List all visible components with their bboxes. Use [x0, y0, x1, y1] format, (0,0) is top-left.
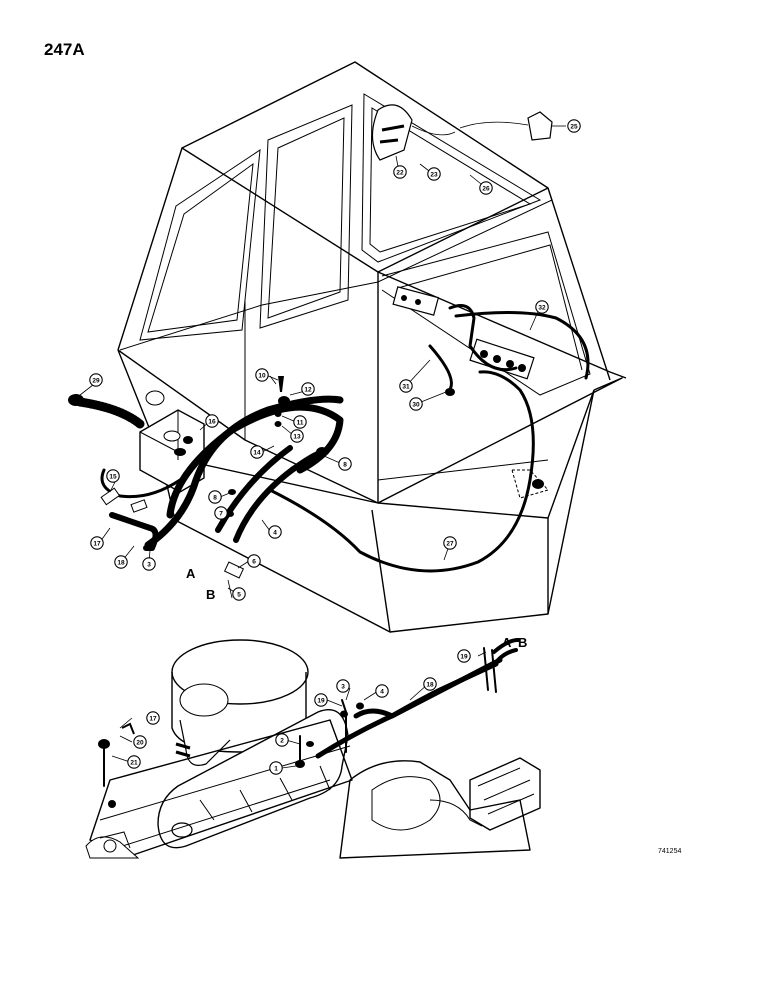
callout-17-upper: 17 — [90, 536, 104, 550]
svg-text:18: 18 — [117, 560, 125, 567]
callout-22: 22 — [393, 165, 407, 179]
svg-text:25: 25 — [570, 124, 578, 131]
callout-26: 26 — [479, 181, 493, 195]
callout-23: 23 — [427, 167, 441, 181]
callout-17-lower: 17 — [146, 711, 160, 725]
svg-text:19: 19 — [317, 698, 325, 705]
callout-29: 29 — [89, 373, 103, 387]
svg-text:5: 5 — [237, 592, 241, 599]
svg-text:26: 26 — [482, 186, 490, 193]
connection-label-a-engine: A — [502, 635, 512, 650]
callout-3-lower: 3 — [336, 679, 350, 693]
callout-30: 30 — [409, 397, 423, 411]
callout-11: 11 — [293, 415, 307, 429]
engine-assembly — [85, 638, 541, 859]
callout-7: 7 — [214, 506, 228, 520]
callout-3-upper: 3 — [142, 557, 156, 571]
svg-text:6: 6 — [252, 559, 256, 566]
connection-label-b-engine: B — [518, 635, 527, 650]
figure-number: 741254 — [658, 848, 682, 855]
svg-text:12: 12 — [304, 387, 312, 394]
svg-text:23: 23 — [430, 172, 438, 179]
svg-text:32: 32 — [538, 305, 546, 312]
svg-text:1: 1 — [274, 766, 278, 773]
callout-2: 2 — [275, 733, 289, 747]
callout-4-upper: 4 — [268, 525, 282, 539]
svg-text:3: 3 — [341, 684, 345, 691]
callout-8-lower: 8 — [208, 490, 222, 504]
callout-8-upper: 8 — [338, 457, 352, 471]
callout-12: 12 — [301, 382, 315, 396]
svg-text:27: 27 — [446, 541, 454, 548]
callout-18-lower: 18 — [423, 677, 437, 691]
callout-14: 14 — [250, 445, 264, 459]
svg-text:4: 4 — [273, 530, 277, 537]
svg-text:22: 22 — [396, 170, 404, 177]
svg-text:11: 11 — [297, 420, 304, 427]
callout-32: 32 — [535, 300, 549, 314]
svg-text:29: 29 — [92, 378, 100, 385]
svg-text:17: 17 — [149, 716, 157, 723]
svg-text:13: 13 — [293, 434, 301, 441]
svg-text:15: 15 — [109, 474, 117, 481]
svg-text:14: 14 — [253, 450, 261, 457]
svg-text:2: 2 — [280, 738, 284, 745]
svg-text:19: 19 — [460, 654, 468, 661]
callout-25: 25 — [567, 119, 581, 133]
svg-text:10: 10 — [258, 373, 266, 380]
svg-text:3: 3 — [147, 562, 151, 569]
svg-text:18: 18 — [426, 682, 434, 689]
svg-text:16: 16 — [208, 419, 216, 426]
callout-1: 1 — [269, 761, 283, 775]
svg-text:8: 8 — [213, 495, 217, 502]
cab-outline — [117, 61, 627, 633]
svg-text:30: 30 — [412, 402, 420, 409]
callout-21: 21 — [127, 755, 141, 769]
svg-text:17: 17 — [93, 541, 101, 548]
callout-31: 31 — [399, 379, 413, 393]
callout-27: 27 — [443, 536, 457, 550]
svg-text:7: 7 — [219, 511, 223, 518]
callout-18-upper: 18 — [114, 555, 128, 569]
page-number: 247A — [44, 40, 85, 59]
heater-hoses — [68, 304, 590, 599]
svg-text:20: 20 — [136, 740, 144, 747]
callout-16: 16 — [205, 414, 219, 428]
connection-label-b-cab: B — [206, 587, 215, 602]
callout-19-lower: 19 — [314, 693, 328, 707]
callout-15: 15 — [106, 469, 120, 483]
callout-4-lower: 4 — [375, 684, 389, 698]
callout-20: 20 — [133, 735, 147, 749]
callout-13: 13 — [290, 429, 304, 443]
svg-text:21: 21 — [130, 760, 138, 767]
connection-label-a-cab: A — [186, 566, 196, 581]
callout-6: 6 — [247, 554, 261, 568]
svg-text:4: 4 — [380, 689, 384, 696]
callout-19-upper: 19 — [457, 649, 471, 663]
callout-5: 5 — [232, 587, 246, 601]
callout-10: 10 — [255, 368, 269, 382]
svg-text:8: 8 — [343, 462, 347, 469]
svg-text:31: 31 — [402, 384, 410, 391]
